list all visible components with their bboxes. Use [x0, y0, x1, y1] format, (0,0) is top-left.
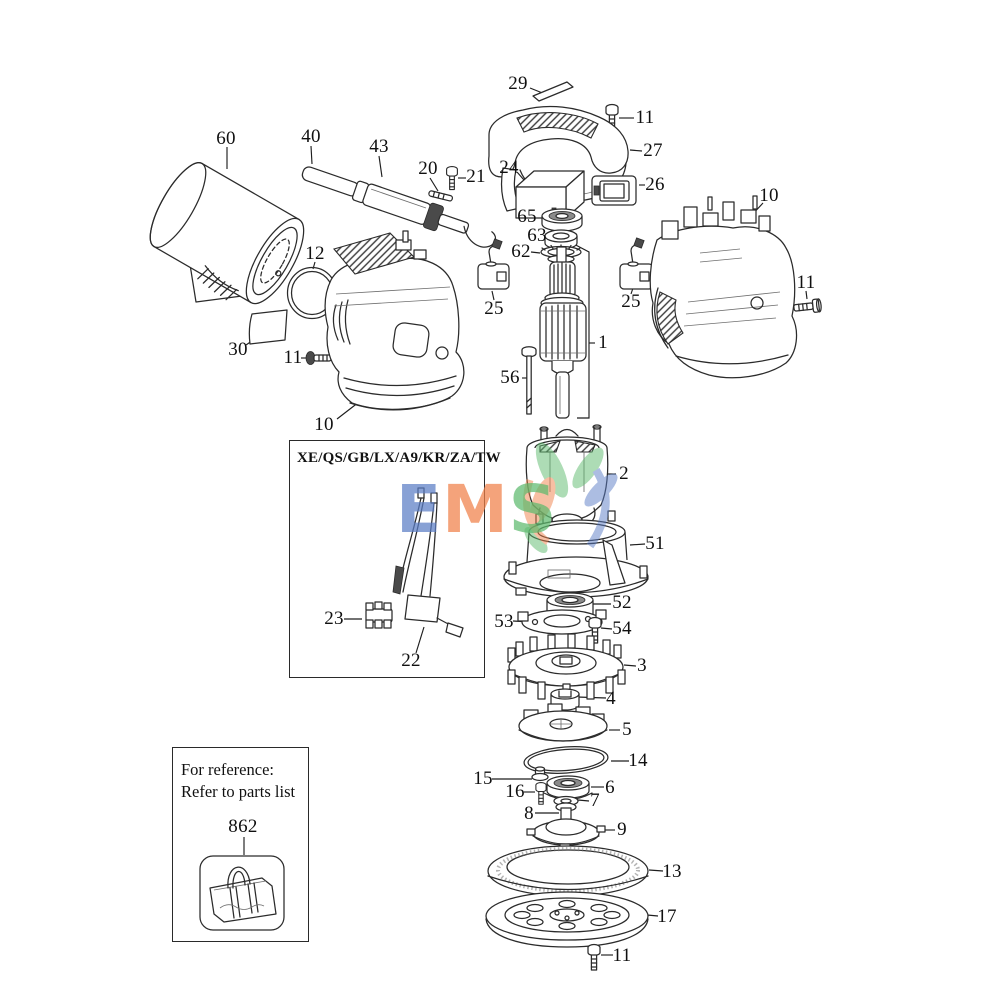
callout-6: 6	[605, 777, 615, 798]
callout-4: 4	[606, 688, 616, 709]
callout-5: 5	[622, 719, 632, 740]
callout-22: 22	[401, 650, 421, 671]
callout-16: 16	[505, 781, 525, 802]
callout-54: 54	[612, 618, 632, 639]
callout-17: 17	[657, 906, 677, 927]
variant-box: XE/QS/GB/LX/A9/KR/ZA/TW	[289, 440, 501, 678]
callout-23: 23	[324, 608, 344, 629]
callout-65: 65	[517, 206, 537, 227]
callout-24: 24	[499, 157, 519, 178]
reference-box-line2: Refer to parts list	[181, 782, 296, 801]
callout-60: 60	[216, 128, 236, 149]
part-1-armature	[539, 246, 587, 419]
part-26-switch	[591, 175, 637, 206]
tool-bag-icon	[199, 855, 285, 931]
callout-14: 14	[628, 750, 648, 771]
part-51-shroud	[503, 510, 649, 598]
callout-26: 26	[645, 174, 665, 195]
callout-20: 20	[418, 158, 438, 179]
callout-51: 51	[645, 533, 665, 554]
part-6-bearing	[543, 775, 593, 801]
part-65-bearing	[541, 208, 583, 232]
part-10-housing-right	[649, 195, 798, 379]
part-15-screw	[531, 766, 549, 782]
callout-62: 62	[511, 241, 531, 262]
part-53-plate	[517, 609, 607, 635]
part-40-43-shaft-tube	[301, 166, 497, 248]
callout-40: 40	[301, 126, 321, 147]
callout-56: 56	[500, 367, 520, 388]
reference-box: For reference: Refer to parts list	[172, 747, 309, 942]
callout-52: 52	[612, 592, 632, 613]
part-13-seal-ring	[487, 845, 649, 897]
callout-10-right: 10	[759, 185, 779, 206]
part-56-screw	[521, 346, 537, 415]
part-9-retainer	[526, 818, 606, 850]
callout-1: 1	[598, 332, 608, 353]
callout-11-right: 11	[796, 272, 816, 293]
callout-27: 27	[643, 140, 663, 161]
part-25-switch-left	[477, 238, 510, 290]
part-11-screw-bottom	[587, 943, 601, 971]
part-30-label	[248, 309, 288, 345]
callout-2: 2	[619, 463, 629, 484]
callout-862: 862	[228, 816, 258, 837]
callout-29: 29	[508, 73, 528, 94]
callout-15: 15	[473, 768, 493, 789]
callout-25-right: 25	[621, 291, 641, 312]
part-20-pin	[428, 190, 454, 202]
callout-10-left: 10	[314, 414, 334, 435]
part-29-strip-label	[532, 81, 574, 102]
part-63-bearing	[544, 229, 578, 250]
callout-12: 12	[305, 243, 325, 264]
callout-8: 8	[524, 803, 534, 824]
part-21-screw	[446, 165, 458, 191]
callout-11-left: 11	[283, 347, 303, 368]
callout-53: 53	[494, 611, 514, 632]
part-60-dust-canister	[149, 162, 305, 305]
callout-3: 3	[637, 655, 647, 676]
callout-9: 9	[617, 819, 627, 840]
ems-watermark-leaves	[523, 442, 618, 554]
part-17-backing-pad	[485, 891, 649, 948]
callout-13: 13	[662, 861, 682, 882]
callout-11-top: 11	[635, 107, 655, 128]
part-5-counterweight	[518, 703, 608, 742]
part-14-o-ring	[523, 746, 609, 774]
callout-25-left: 25	[484, 298, 504, 319]
callout-43: 43	[369, 136, 389, 157]
part-11-screw-right	[792, 298, 823, 316]
callout-11-bottom: 11	[612, 945, 632, 966]
part-10-housing-left	[324, 230, 465, 411]
reference-box-line1: For reference:	[181, 760, 274, 779]
callout-30: 30	[228, 339, 248, 360]
part-25-switch-right	[619, 237, 654, 290]
part-23-connector	[365, 601, 393, 629]
callout-21: 21	[466, 166, 486, 187]
variant-box-title: XE/QS/GB/LX/A9/KR/ZA/TW	[297, 450, 501, 466]
part-11-screw-left	[305, 351, 332, 365]
callout-7: 7	[590, 790, 600, 811]
callout-63: 63	[527, 225, 547, 246]
part-22-cord-assembly	[392, 487, 464, 638]
